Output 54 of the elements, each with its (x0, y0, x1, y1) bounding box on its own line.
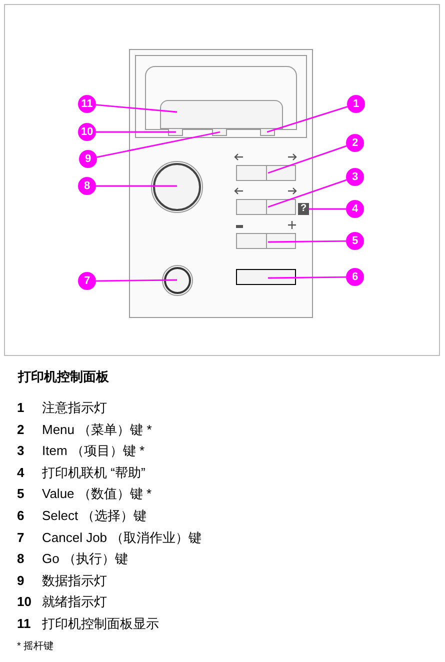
select-key (236, 269, 296, 285)
leader-line (268, 240, 346, 243)
leader-line (309, 208, 346, 210)
leader-line (96, 279, 177, 282)
leader-line (266, 106, 348, 133)
callout-number: 5 (346, 232, 364, 250)
item-description: Cancel Job （取消作业）键 (42, 528, 202, 547)
leader-line (268, 145, 347, 174)
item-description: Menu （菜单）键 * (42, 420, 152, 439)
item-number: 2 (17, 420, 24, 439)
leader-line (268, 276, 346, 279)
item-number: 4 (17, 464, 24, 482)
item-number: 10 (17, 593, 32, 612)
callout-number: 6 (346, 268, 364, 286)
item-description: 打印机控制面板显示 (42, 615, 159, 633)
callout-number: 3 (346, 168, 364, 186)
item-number: 9 (17, 572, 24, 590)
rocker-key (236, 199, 296, 215)
leader-line (96, 131, 220, 158)
item-number: 11 (17, 615, 31, 633)
help-icon: ? (298, 203, 309, 215)
item-description: 数据指示灯 (42, 572, 107, 590)
rocker-key (236, 233, 296, 249)
indicator-light (212, 128, 227, 136)
rocker-key (236, 165, 296, 181)
leader-line (96, 131, 176, 133)
callout-number: 11 (78, 95, 96, 113)
item-description: Value （数值）键 * (42, 485, 152, 504)
leader-line (268, 179, 347, 208)
title: 打印机控制面板 (18, 368, 109, 386)
indicator-light (168, 128, 183, 136)
leader-line (96, 185, 177, 187)
footnote: * 摇杆键 (17, 640, 54, 654)
item-description: 打印机联机 “帮助” (42, 464, 146, 482)
callout-number: 10 (78, 123, 96, 141)
callout-number: 1 (347, 95, 365, 113)
item-number: 8 (17, 550, 24, 568)
item-number: 1 (17, 399, 24, 417)
display-window (160, 100, 283, 129)
item-description: Go （执行）键 (42, 550, 128, 568)
item-description: Select （选择）键 (42, 507, 147, 525)
callout-number: 4 (346, 200, 364, 218)
item-description: Item （项目）键 * (42, 442, 145, 460)
item-number: 6 (17, 507, 24, 525)
callout-number: 9 (79, 150, 97, 168)
callout-number: 2 (346, 134, 364, 152)
item-number: 5 (17, 485, 24, 504)
callout-number: 8 (78, 177, 96, 195)
leader-line (96, 104, 178, 113)
item-description: 注意指示灯 (42, 399, 107, 417)
item-description: 就绪指示灯 (42, 593, 107, 612)
callout-number: 7 (78, 272, 96, 290)
item-number: 7 (17, 528, 24, 547)
item-number: 3 (17, 442, 24, 460)
